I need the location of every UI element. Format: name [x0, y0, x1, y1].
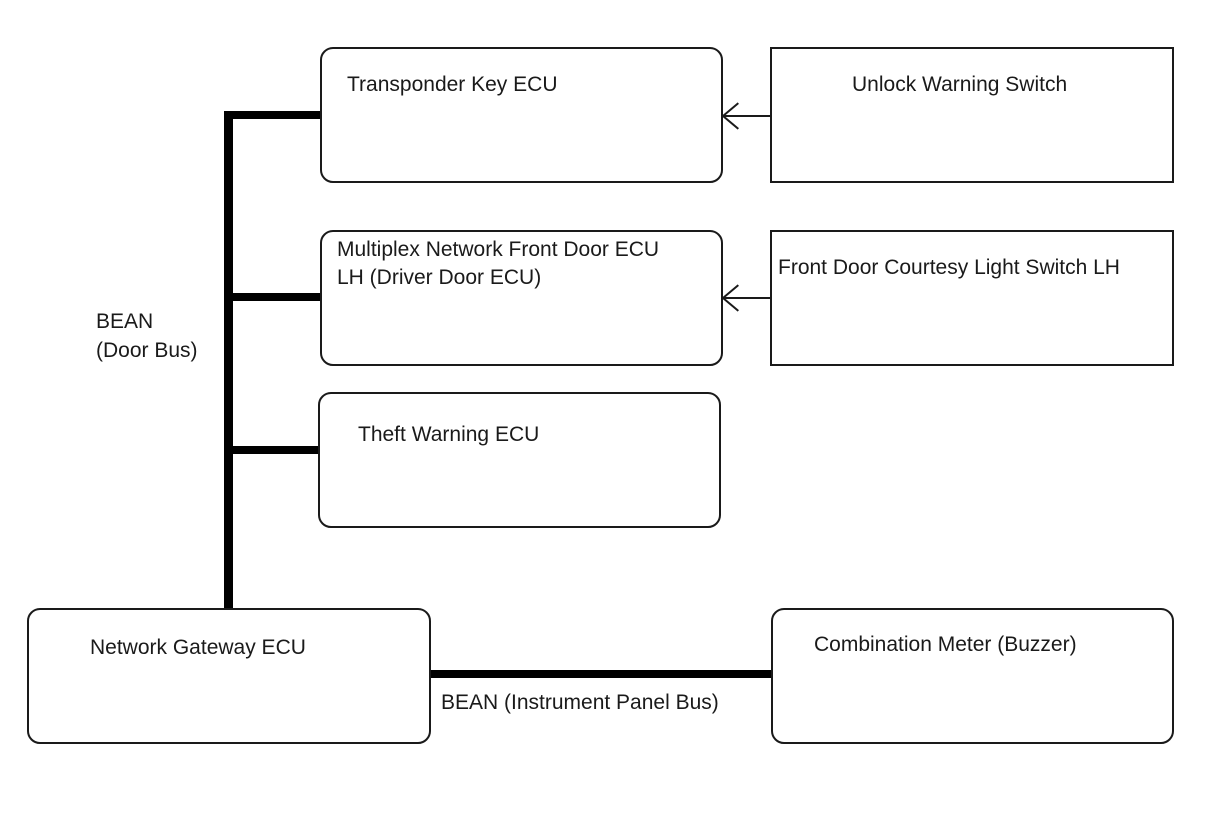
instrument-panel-bus-line [429, 670, 773, 678]
front-door-ecu-label-line2: LH (Driver Door ECU) [337, 266, 542, 289]
combination-meter-box [771, 608, 1174, 744]
courtesy-light-switch-box [770, 230, 1174, 366]
unlock-warning-switch-label: Unlock Warning Switch [852, 73, 1068, 96]
door-bus-branch-transponder [224, 111, 322, 119]
transponder-key-ecu-box [320, 47, 723, 183]
front-door-ecu-box [320, 230, 723, 366]
network-gateway-ecu-label: Network Gateway ECU [90, 636, 306, 659]
front-door-ecu-label-line1: Multiplex Network Front Door ECU [337, 238, 660, 261]
combination-meter-label: Combination Meter (Buzzer) [814, 633, 1077, 656]
transponder-key-ecu-label: Transponder Key ECU [347, 73, 558, 96]
courtesy-light-switch-label: Front Door Courtesy Light Switch LH [778, 256, 1120, 279]
courtesy-switch-connector [724, 297, 771, 299]
network-gateway-ecu-box [27, 608, 431, 744]
door-bus-branch-theft [224, 446, 320, 454]
door-bus-label-line1: BEAN [96, 310, 154, 333]
unlock-warning-switch-box [770, 47, 1174, 183]
door-bus-label-line2: (Door Bus) [96, 339, 198, 362]
theft-warning-ecu-label: Theft Warning ECU [358, 423, 540, 446]
door-bus-trunk [224, 111, 233, 609]
door-bus-branch-front-door [224, 293, 322, 301]
instrument-panel-bus-label: BEAN (Instrument Panel Bus) [441, 691, 719, 714]
theft-warning-ecu-box [318, 392, 721, 528]
unlock-switch-connector [724, 115, 771, 117]
